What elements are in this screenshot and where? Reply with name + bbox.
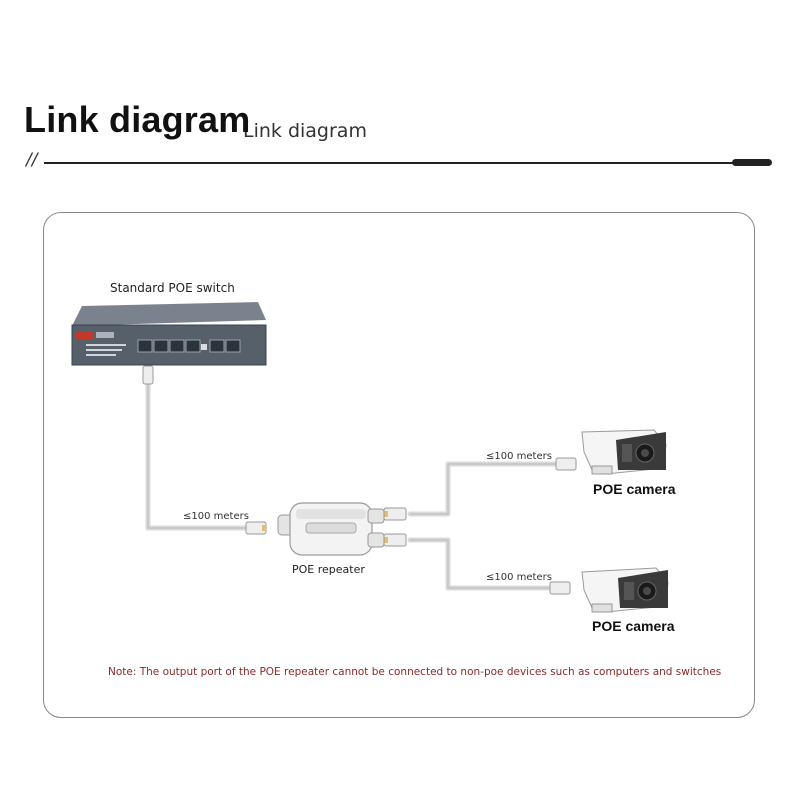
title-rule-cap bbox=[732, 159, 772, 166]
camera-2-label: POE camera bbox=[592, 618, 675, 634]
poe-repeater-device bbox=[277, 502, 385, 556]
ghost-title: Link diagram bbox=[243, 120, 367, 142]
rj45-connector bbox=[142, 365, 577, 595]
title-slashes: // bbox=[26, 150, 38, 170]
cable-repeater-to-camera1 bbox=[407, 461, 563, 517]
distance-switch-repeater: ≤100 meters bbox=[183, 511, 249, 522]
warning-note: Note: The output port of the POE repeate… bbox=[108, 666, 722, 678]
page-title: Link diagram bbox=[24, 99, 251, 140]
repeater-label: POE repeater bbox=[292, 563, 365, 576]
camera-1-label: POE camera bbox=[593, 481, 676, 497]
poe-camera-1-device bbox=[581, 429, 667, 475]
title-rule bbox=[44, 162, 734, 164]
diagram-frame bbox=[43, 212, 755, 718]
poe-switch-device bbox=[71, 302, 267, 366]
distance-repeater-camera-1: ≤100 meters bbox=[486, 451, 552, 462]
switch-label: Standard POE switch bbox=[110, 281, 235, 295]
distance-repeater-camera-2: ≤100 meters bbox=[486, 572, 552, 583]
cable-switch-to-repeater bbox=[145, 377, 253, 531]
poe-camera-2-device bbox=[581, 567, 669, 613]
